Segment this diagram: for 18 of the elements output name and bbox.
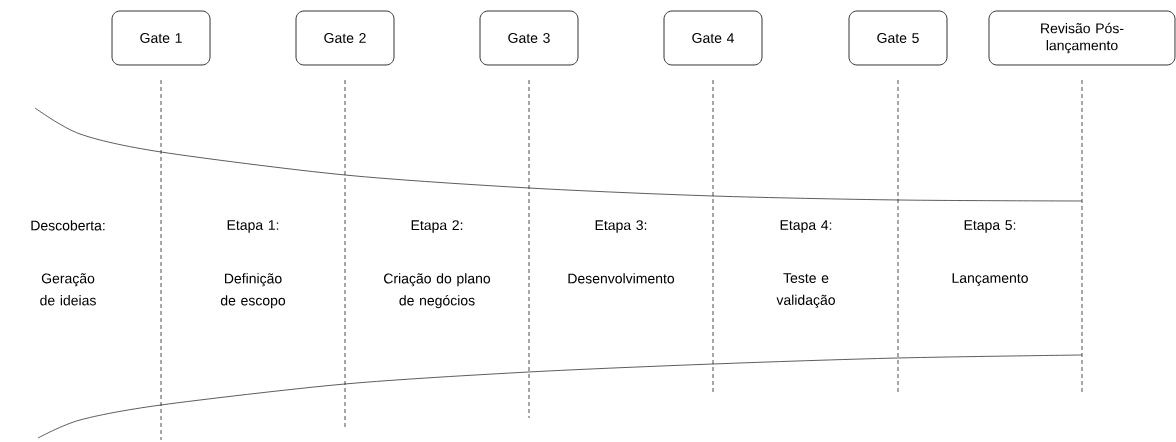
stage-description: Criação do plano de negócios <box>384 273 491 309</box>
stage-heading: Descoberta: <box>31 220 105 231</box>
stage-heading: Etapa 4: <box>780 220 832 233</box>
gate-box: Gate 2 <box>295 10 395 66</box>
stage-heading: Etapa 5: <box>964 220 1016 233</box>
stage-heading: Etapa 2: <box>411 220 463 233</box>
stage-description: Teste e validação <box>776 273 835 308</box>
stage-heading: Etapa 3: <box>595 220 647 233</box>
stage-description: Lançamento <box>952 273 1028 286</box>
gate-box: Gate 5 <box>848 10 948 66</box>
stage-heading: Etapa 1: <box>227 220 279 233</box>
gate-box: Gate 4 <box>663 10 763 66</box>
stage-description: Definição de escopo <box>220 273 286 309</box>
gate-box: Gate 1 <box>111 10 211 66</box>
stage-description: Desenvolvimento <box>568 273 675 284</box>
gate-box: Gate 3 <box>479 10 579 66</box>
gate-box: Revisão Pós-lançamento <box>988 10 1176 66</box>
stage-description: Geração de ideias <box>40 273 96 306</box>
